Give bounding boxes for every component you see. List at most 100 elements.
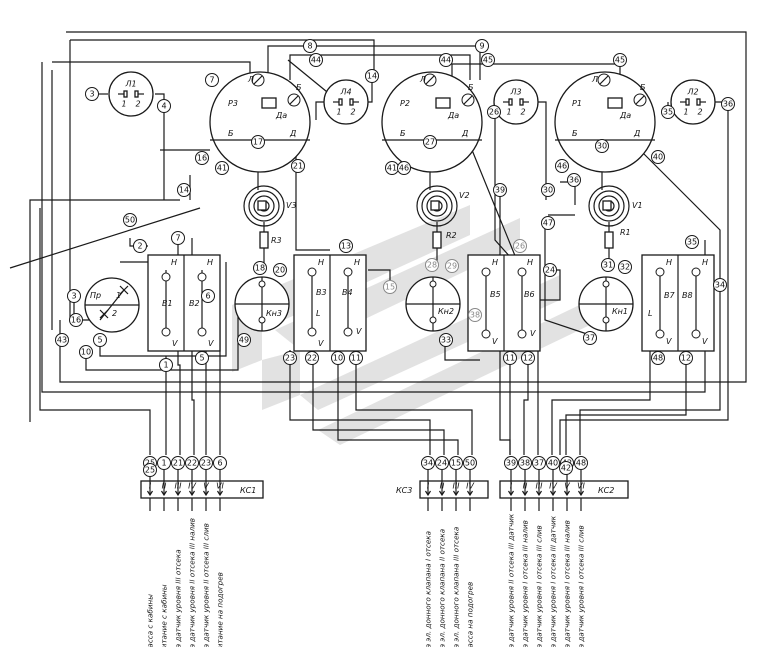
lamp-l3-t1: 1 <box>506 108 511 117</box>
wire-node <box>425 258 439 272</box>
connector-wire-text: на датчик уровня I отсека III слив <box>535 525 544 647</box>
relay-p3-term-d: Д <box>289 129 296 138</box>
connector-pin-label: IV <box>549 482 557 491</box>
wire-node-label: 30 <box>597 142 607 151</box>
wire-node-label: 44 <box>311 56 321 65</box>
wire-node-label: 41 <box>387 164 397 173</box>
wire-node <box>291 159 305 173</box>
block-b7-h: Н <box>666 258 672 267</box>
coil-v3-label: V3 <box>286 201 297 210</box>
connector-node <box>435 456 449 470</box>
wire-node-label: 38 <box>470 311 480 320</box>
block-b6-h: Н <box>527 258 533 267</box>
connector-node-label: 23 <box>201 459 211 468</box>
connector-node <box>171 456 185 470</box>
wire-node <box>397 161 411 175</box>
lamp-l1-label: Л1 <box>124 80 136 89</box>
wire-node-label: 3 <box>89 90 94 99</box>
coil-v3: V3 <box>243 185 297 227</box>
lamp-l4-label: Л4 <box>339 88 351 97</box>
connector-node-label: 50 <box>465 459 475 468</box>
wire-node <box>513 239 527 253</box>
wire-node <box>543 263 557 277</box>
wire-node-label: 28 <box>427 261 437 270</box>
relay-p3-label: Р3 <box>228 99 238 108</box>
block-b8-label: В8 <box>682 291 693 300</box>
resistor-r1-label: R1 <box>620 228 631 237</box>
wire-node-label: 43 <box>57 336 67 345</box>
lamp-l2-t2: 2 <box>697 108 702 117</box>
wire-node-label: 35 <box>687 238 697 247</box>
connector-node <box>504 456 518 470</box>
wire-node <box>85 87 99 101</box>
connector-node-label: 1 <box>161 459 166 468</box>
wire-node <box>309 53 323 67</box>
block-b8-v: V <box>702 337 708 346</box>
wire-node <box>305 351 319 365</box>
wire-node <box>201 289 215 303</box>
lamp-l1-t1: 1 <box>121 100 126 109</box>
wire-node-label: 9 <box>479 42 484 51</box>
button-kn3: Кн3 <box>234 276 290 332</box>
resistor-r1: R1 <box>604 228 631 249</box>
connector-pin-label: I <box>149 482 152 491</box>
resistor-r2: R2 <box>432 231 457 249</box>
wire-node <box>685 235 699 249</box>
connector-wire-text: на датчик уровня II отсека III слив <box>202 523 211 647</box>
wire-node-label: 45 <box>483 56 493 65</box>
block-b3-letter: L <box>316 309 320 318</box>
block-b5-v: V <box>492 337 498 346</box>
wire-node-label: 29 <box>447 262 457 271</box>
block-b4-h: Н <box>354 258 360 267</box>
wire-node-label: 40 <box>653 153 663 162</box>
connector-label: КС3 <box>396 486 412 495</box>
relay-p3-term-b: Б <box>296 83 302 92</box>
wire-node <box>503 351 517 365</box>
connector-wire-text: на датчик уровня II отсека III датчик <box>507 513 516 647</box>
wire-node-label: 41 <box>217 164 227 173</box>
relay-p2-term-l: Л <box>419 75 426 84</box>
relay-p1-term-b: Б <box>640 83 646 92</box>
connector-pin-label: III <box>535 482 543 491</box>
block-b6-v: V <box>530 329 536 338</box>
wire-node-label: 47 <box>543 219 553 228</box>
relay-p3-term-b2: Б <box>228 129 234 138</box>
wire-node <box>475 39 489 53</box>
connector-wire-text: на эл. донного клапана III отсека <box>452 527 461 647</box>
block-b2-h: Н <box>207 258 213 267</box>
wire-node-label: 8 <box>307 42 312 51</box>
switch-pr-t1: 1 <box>116 291 121 300</box>
block-b7-label: В7 <box>664 291 675 300</box>
wire-node-label: 35 <box>663 108 673 117</box>
wire-node <box>303 39 317 53</box>
wire-node-label: 4 <box>161 102 166 111</box>
wire-node <box>595 139 609 153</box>
wire-node <box>177 183 191 197</box>
wire-node <box>713 278 727 292</box>
wire-node-label: 24 <box>545 266 555 275</box>
wire-node <box>215 161 229 175</box>
wire-node <box>555 159 569 173</box>
connector-node <box>574 456 588 470</box>
connector-node-label: 6 <box>217 459 222 468</box>
wire-node <box>651 351 665 365</box>
wire-node-label: 49 <box>239 336 249 345</box>
connector-pin-label: IV <box>188 482 196 491</box>
wire-node <box>251 135 265 149</box>
wire-node-label: 16 <box>71 316 81 325</box>
wire-node-label: 26 <box>515 242 525 251</box>
wire-node <box>93 333 107 347</box>
wire-node <box>439 53 453 67</box>
wire-node-label: 25 <box>145 466 155 475</box>
lamp-l1: Л1 1 2 <box>108 71 154 117</box>
block-b2-v: V <box>208 339 214 348</box>
wire-node <box>195 151 209 165</box>
relay-p2-term-b: Б <box>468 83 474 92</box>
wire-node-label: 11 <box>505 354 515 363</box>
wire-node-label: 22 <box>307 354 317 363</box>
wire-node <box>205 73 219 87</box>
connector-node-label: 15 <box>451 459 461 468</box>
